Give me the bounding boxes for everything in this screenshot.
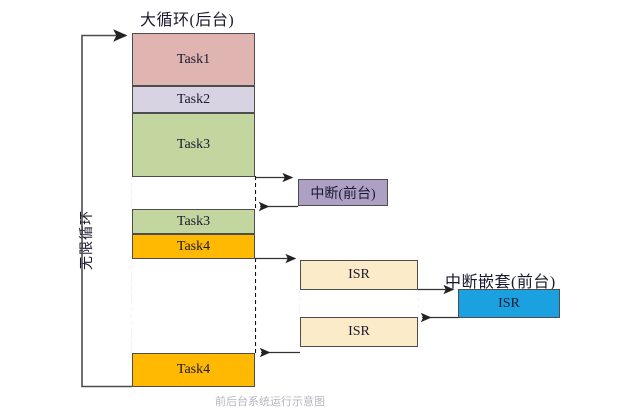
task-block-label: Task2: [176, 91, 211, 107]
isr-block-label: ISR: [348, 267, 370, 282]
task-block-task3-second: Task3: [132, 209, 255, 234]
isr-block-label: ISR: [348, 324, 370, 339]
interrupt-box-label: 中断(前台): [310, 186, 376, 202]
infinite-loop-label: 无限循环: [76, 208, 96, 272]
task-block-task4-first: Task4: [132, 234, 255, 259]
isr-block-gap: [300, 290, 418, 317]
nested-isr-block: ISR: [458, 289, 560, 318]
task-block-task3-first: Task3: [132, 113, 255, 177]
task-block-label: Task4: [176, 238, 211, 254]
task-block-label: Task3: [176, 213, 211, 229]
task-block-task1: Task1: [132, 33, 255, 86]
task-block-label: Task3: [176, 137, 211, 152]
main-loop-title: 大循环(后台): [140, 12, 235, 29]
interrupt-box: 中断(前台): [298, 179, 388, 206]
nested-interrupt-title: 中断嵌套(前台): [445, 274, 556, 291]
task-block-task4-second: Task4: [132, 353, 255, 387]
figure-caption: 前后台系统运行示意图: [215, 396, 325, 408]
task-block-gap-interrupt: [132, 177, 255, 209]
task-block-gap-isr: [132, 259, 255, 353]
task-block-label: Task1: [176, 51, 211, 67]
task-block-task2: Task2: [132, 86, 255, 113]
nested-isr-label: ISR: [498, 295, 520, 311]
isr-block-first: ISR: [300, 260, 418, 290]
isr-block-second: ISR: [300, 317, 418, 347]
task-block-label: Task4: [176, 362, 211, 377]
